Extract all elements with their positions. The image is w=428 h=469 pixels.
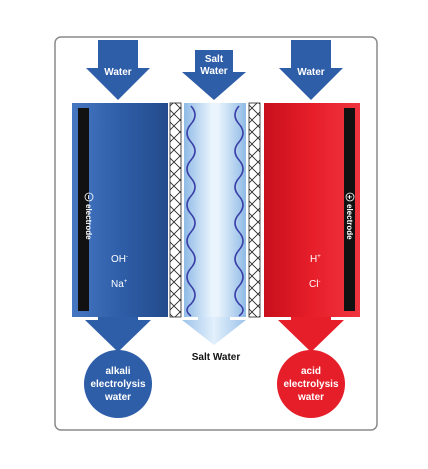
ion-sodium: Na+ [111, 279, 128, 290]
alkali-chamber: − electrode OH- Na+ [72, 103, 168, 317]
alkali-output-line1: alkali [105, 366, 130, 377]
ion-hydroxide: OH- [111, 254, 128, 265]
wave-line-left [186, 105, 196, 317]
acid-output-line3: water [297, 392, 324, 403]
acid-output: acid electrolysis water [277, 350, 345, 418]
negative-electrode-symbol: − [84, 195, 93, 200]
inlet-arrow-right: Water [279, 40, 343, 100]
positive-electrode-symbol: + [345, 195, 354, 200]
inlet-label-right: Water [297, 67, 325, 78]
positive-electrode-label: electrode [345, 204, 354, 240]
ion-hydrogen: H+ [310, 254, 321, 265]
outlet-arrow-right [278, 317, 344, 352]
wave-line-right [234, 105, 244, 317]
alkali-output: alkali electrolysis water [84, 350, 152, 418]
negative-electrode-label: electrode [84, 204, 93, 240]
ion-chloride: Cl- [309, 279, 320, 290]
alkali-output-line3: water [104, 392, 131, 403]
outlet-arrow-left [85, 317, 151, 352]
inlet-label-center-line2: Water [200, 66, 228, 77]
diagram-frame [54, 36, 378, 431]
positive-electrode [344, 108, 355, 311]
inlet-label-center-line1: Salt [205, 54, 224, 65]
inlet-arrow-center: Salt Water [182, 50, 246, 100]
alkali-output-line2: electrolysis [90, 379, 145, 390]
negative-electrode [78, 108, 89, 311]
inlet-arrow-left: Water [86, 40, 150, 100]
outlet-arrow-center [182, 317, 246, 345]
outlet-label-center: Salt Water [192, 352, 241, 363]
negative-electrode-symbol-circle [84, 192, 94, 202]
membrane-left [169, 102, 182, 318]
acid-chamber: + electrode H+ Cl- [264, 103, 360, 317]
acid-output-line2: electrolysis [283, 379, 338, 390]
inlet-label-left: Water [104, 67, 132, 78]
positive-electrode-symbol-circle [345, 192, 355, 202]
acid-output-line1: acid [301, 366, 321, 377]
membrane-right [248, 102, 261, 318]
salt-water-channel [184, 103, 246, 317]
